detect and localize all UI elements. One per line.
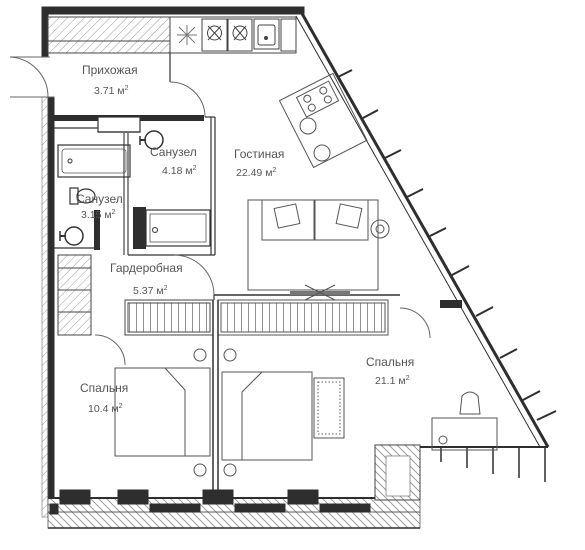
bath2-sink-icon	[64, 226, 84, 246]
bath2-area: 3.15 м2	[81, 209, 116, 221]
stove-icon	[201, 18, 228, 52]
diagonal-facade-outer	[298, 9, 550, 448]
bedroom2-area: 21.1 м2	[375, 375, 410, 387]
kitchen-island	[278, 72, 368, 169]
wardrobe-door-swing	[173, 254, 215, 296]
bottom-wall	[47, 497, 421, 529]
diagonal-facade-inner	[295, 15, 541, 448]
window-bottom-4	[287, 489, 319, 505]
kitchen-counter	[47, 16, 297, 54]
desk	[431, 417, 498, 451]
sofa	[247, 199, 379, 291]
bedroom1-bed	[114, 367, 211, 457]
bath1-door-swing	[169, 81, 206, 118]
wardrobe-area: 5.37 м2	[133, 285, 168, 297]
wardrobe-shelving	[57, 254, 214, 336]
entrance-door	[9, 56, 54, 98]
bedroom2-bed	[221, 371, 313, 461]
facade-mullions	[337, 69, 557, 421]
hallway-name: Прихожая	[82, 63, 138, 77]
interior-walls	[54, 53, 216, 300]
bedroom2-name: Спальня	[366, 355, 414, 369]
bath1-name: Санузел	[150, 145, 197, 159]
bar-stool-1	[299, 117, 317, 135]
room-labels: Прихожая 3.71 м2 Санузел 4.18 м2 Санузел…	[76, 63, 414, 415]
outer-walls	[41, 6, 550, 529]
vent-icon	[177, 25, 197, 45]
kitchen-sink-icon	[253, 18, 280, 50]
living-area: 22.49 м2	[236, 167, 276, 179]
bedroom2-furniture	[221, 307, 498, 477]
floor-lamp-icon	[370, 219, 390, 239]
toilet-icon	[69, 187, 96, 205]
left-wall-upper	[41, 6, 49, 58]
rug	[313, 377, 345, 439]
window-bottom-2	[117, 489, 149, 505]
bathtub	[57, 144, 131, 178]
window-bottom-3	[202, 489, 234, 505]
bedroom1-name: Спальня	[80, 381, 128, 395]
bar-stool-2	[313, 144, 331, 162]
bottom-right-ticks	[440, 447, 546, 482]
bath1-area: 4.18 м2	[162, 165, 197, 177]
hallway-area: 3.71 м2	[94, 85, 129, 97]
bedroom1-furniture	[94, 300, 219, 490]
top-wall	[41, 6, 305, 15]
window-bottom-1	[59, 489, 91, 505]
desk-chair	[459, 391, 481, 415]
living-name: Гостиная	[234, 147, 284, 161]
bath2-name: Санузел	[76, 192, 123, 206]
living-room-furniture	[214, 72, 462, 336]
oven-icon	[227, 18, 253, 52]
bedroom1-area: 10.4 м2	[88, 403, 123, 415]
wardrobe-name: Гардеробная	[110, 261, 183, 275]
left-wall-lower	[47, 96, 55, 518]
